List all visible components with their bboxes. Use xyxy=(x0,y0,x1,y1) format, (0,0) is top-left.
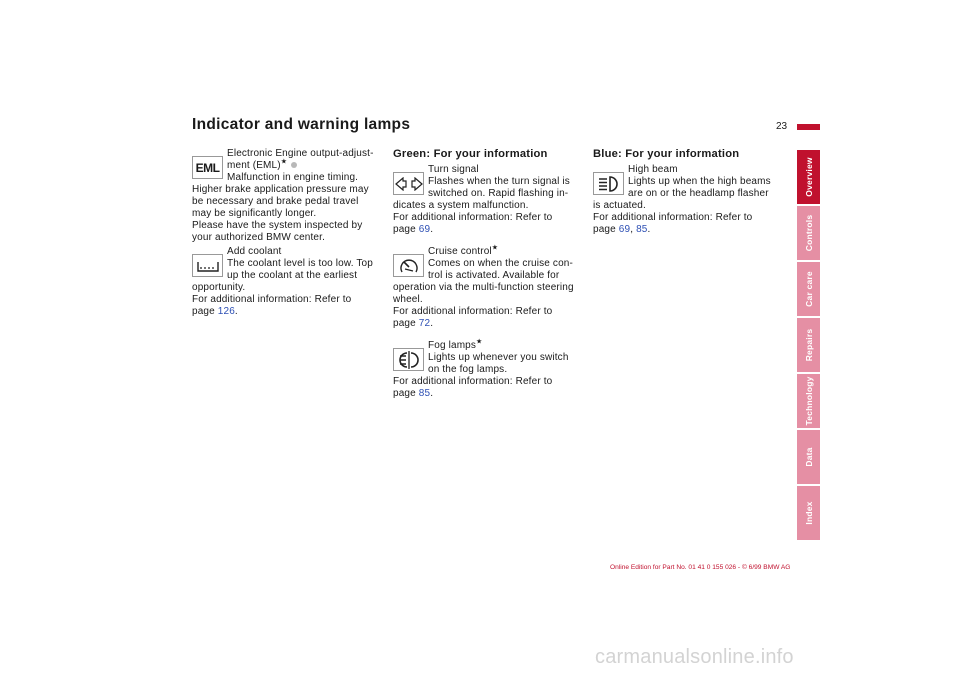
tab-overview[interactable]: Overview xyxy=(797,150,820,204)
high-beam-page-prefix: page xyxy=(593,224,619,235)
coolant-page-prefix: page xyxy=(192,306,218,317)
tab-label: Data xyxy=(803,447,814,467)
fog-lamps-title: Fog lamps xyxy=(428,340,477,351)
high-beam-line-3: are on or the headlamp flasher xyxy=(628,188,769,199)
tab-label: Overview xyxy=(803,157,814,197)
high-beam-page-link-1[interactable]: 69 xyxy=(618,224,631,235)
green-heading: Green: For your information xyxy=(393,148,548,160)
turn-signal-title: Turn signal xyxy=(428,164,479,175)
turn-signal-entry: Turn signal Flashes when the turn signal… xyxy=(393,164,585,236)
fog-lamps-page-suffix: . xyxy=(430,388,434,399)
fog-lamps-line-3: on the fog lamps. xyxy=(428,364,508,375)
turn-signal-line-3: switched on. Rapid flashing in- xyxy=(428,188,569,199)
page-number-bar xyxy=(797,124,820,130)
fog-lamps-page-prefix: page xyxy=(393,388,419,399)
turn-signal-page-link[interactable]: 69 xyxy=(418,224,431,235)
eml-title-line-1: Electronic Engine output-adjust- xyxy=(227,148,374,159)
tab-repairs[interactable]: Repairs xyxy=(797,318,820,372)
eml-desc-line: Malfunction in engine timing. xyxy=(227,172,359,183)
tab-technology[interactable]: Technology xyxy=(797,374,820,428)
coolant-body-line-1: opportunity. xyxy=(192,282,246,293)
high-beam-body-2: For additional information: Refer to xyxy=(593,212,753,223)
column-middle: Green: For your information Turn signal … xyxy=(393,148,585,410)
coolant-page-link[interactable]: 126 xyxy=(217,306,235,317)
page-number: 23 xyxy=(776,121,788,132)
blue-heading: Blue: For your information xyxy=(593,148,740,160)
optional-star-icon: ★ xyxy=(476,338,483,346)
column-right: Blue: For your information High beam Lig… xyxy=(593,148,785,246)
coolant-body-line-2: For additional information: Refer to xyxy=(192,294,352,305)
coolant-line-3: up the coolant at the earliest xyxy=(227,270,358,281)
high-beam-page-sep: , xyxy=(630,224,637,235)
cruise-control-body-3: For additional information: Refer to xyxy=(393,306,553,317)
footer-edition: Online Edition for Part No. 01 41 0 155 … xyxy=(610,564,791,571)
page-title: Indicator and warning lamps xyxy=(192,116,411,133)
watermark: carmanualsonline.info xyxy=(595,646,794,668)
eml-body-line-3: may be significantly longer. xyxy=(192,208,317,219)
cruise-control-title: Cruise control xyxy=(428,246,492,257)
tab-label: Index xyxy=(803,501,814,525)
eml-body-line-4: Please have the system inspected by xyxy=(192,220,363,231)
turn-signal-icon xyxy=(393,172,424,195)
eml-icon-text: EML xyxy=(195,160,220,175)
cruise-control-entry: Cruise control★ Comes on when the cruise… xyxy=(393,244,585,330)
fog-lamps-icon xyxy=(393,348,424,371)
eml-body-line-1: Higher brake application pressure may xyxy=(192,184,369,195)
tab-label: Technology xyxy=(803,376,814,426)
tab-controls[interactable]: Controls xyxy=(797,206,820,260)
cruise-control-page-suffix: . xyxy=(430,318,434,329)
high-beam-page-suffix: . xyxy=(647,224,651,235)
status-dot-icon xyxy=(291,162,298,168)
cruise-control-page-prefix: page xyxy=(393,318,419,329)
tab-index[interactable]: Index xyxy=(797,486,820,540)
cruise-control-body-2: wheel. xyxy=(393,294,423,305)
tab-label: Car care xyxy=(803,271,814,307)
eml-entry: EML Electronic Engine output-adjust- men… xyxy=(192,148,384,244)
cruise-control-line-3: trol is activated. Available for xyxy=(428,270,560,281)
cruise-control-icon xyxy=(393,254,424,277)
eml-body-line-2: be necessary and brake pedal travel xyxy=(192,196,359,207)
coolant-entry: Add coolant The coolant level is too low… xyxy=(192,246,384,318)
coolant-page-suffix: . xyxy=(234,306,238,317)
eml-body-line-5: your authorized BMW center. xyxy=(192,232,325,243)
fog-lamps-line-2: Lights up whenever you switch xyxy=(428,352,569,363)
eml-title-line-2: ment (EML) xyxy=(227,160,281,171)
turn-signal-page-prefix: page xyxy=(393,224,419,235)
fog-lamps-body-1: For additional information: Refer to xyxy=(393,376,553,387)
turn-signal-body-2: For additional information: Refer to xyxy=(393,212,553,223)
fog-lamps-page-link[interactable]: 85 xyxy=(418,388,431,399)
eml-icon: EML xyxy=(192,156,223,179)
tab-label: Controls xyxy=(803,214,814,252)
cruise-control-body-1: operation via the multi-function steerin… xyxy=(393,282,574,293)
tab-label: Repairs xyxy=(803,328,814,362)
coolant-title: Add coolant xyxy=(227,246,282,257)
high-beam-entry: High beam Lights up when the high beams … xyxy=(593,164,785,236)
column-left: EML Electronic Engine output-adjust- men… xyxy=(192,148,384,328)
tab-car-care[interactable]: Car care xyxy=(797,262,820,316)
fog-lamps-entry: Fog lamps★ Lights up whenever you switch… xyxy=(393,338,585,400)
high-beam-body-1: is actuated. xyxy=(593,200,646,211)
optional-star-icon: ★ xyxy=(491,244,499,252)
tab-data[interactable]: Data xyxy=(797,430,820,484)
coolant-line-2: The coolant level is too low. Top xyxy=(227,258,373,269)
high-beam-icon xyxy=(593,172,624,195)
section-tabs: Overview Controls Car care Repairs Techn… xyxy=(797,150,820,542)
turn-signal-body-1: dicates a system malfunction. xyxy=(393,200,529,211)
high-beam-page-link-2[interactable]: 85 xyxy=(636,224,648,235)
coolant-icon xyxy=(192,254,223,277)
high-beam-line-2: Lights up when the high beams xyxy=(628,176,771,187)
optional-star-icon: ★ xyxy=(280,158,288,166)
turn-signal-page-suffix: . xyxy=(430,224,434,235)
turn-signal-line-2: Flashes when the turn signal is xyxy=(428,176,570,187)
cruise-control-page-link[interactable]: 72 xyxy=(418,318,431,329)
cruise-control-line-2: Comes on when the cruise con- xyxy=(428,258,573,269)
high-beam-title: High beam xyxy=(628,164,678,175)
